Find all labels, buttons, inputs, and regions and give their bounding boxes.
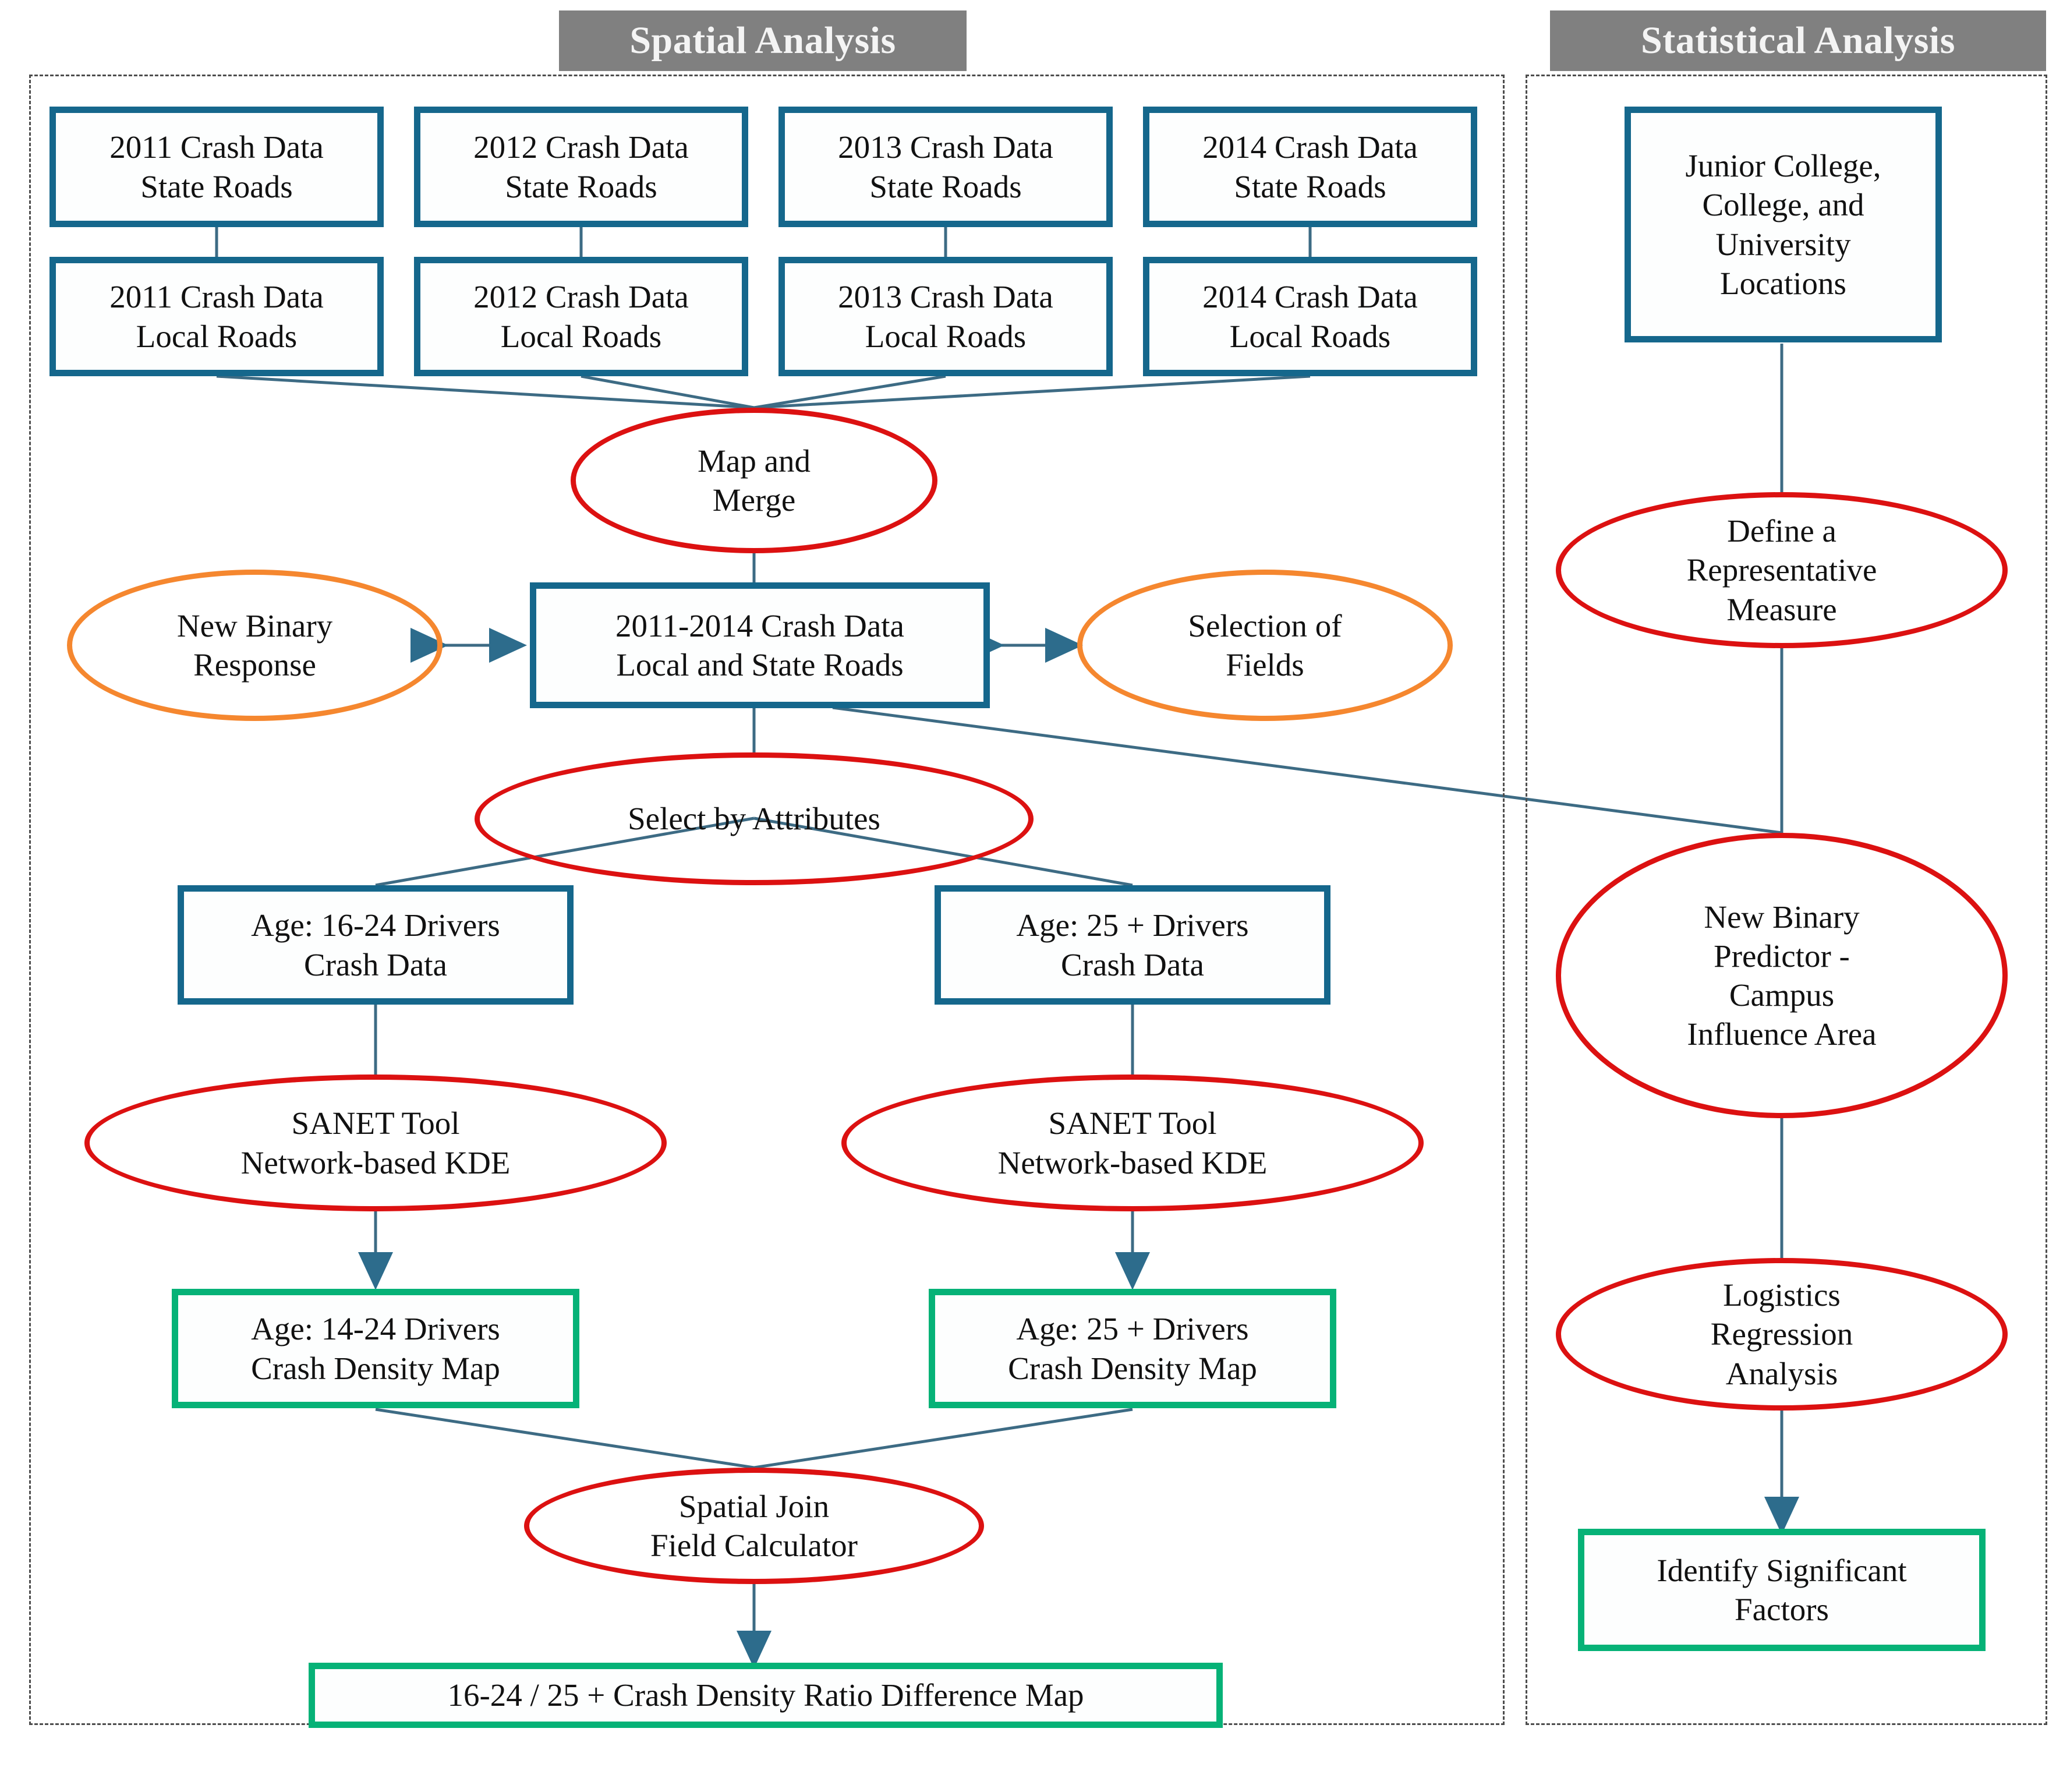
statistical-analysis-panel	[1526, 75, 2047, 1725]
ellipse-select-by-attributes-label: Select by Attributes	[628, 801, 880, 837]
ellipse-new-binary-response-line1: New Binary	[176, 607, 333, 644]
box-significant-factors-line1: Identify Significant	[1657, 1552, 1907, 1588]
ellipse-binary-predictor-line3: Campus	[1729, 977, 1835, 1013]
ellipse-sanet-tool-older-line1: SANET Tool	[1048, 1105, 1217, 1141]
box-density-map-25-plus-line2: Crash Density Map	[1008, 1350, 1257, 1386]
ellipse-map-and-merge[interactable]: Map and Merge	[571, 408, 937, 553]
ellipse-binary-predictor-line4: Influence Area	[1687, 1016, 1877, 1052]
ellipse-binary-predictor-line2: Predictor -	[1714, 938, 1850, 974]
box-merged-crash-data[interactable]: 2011-2014 Crash Data Local and State Roa…	[530, 582, 990, 708]
ellipse-new-binary-response-line2: Response	[193, 647, 316, 683]
box-2013-state-roads[interactable]: 2013 Crash Data State Roads	[778, 107, 1113, 227]
box-2013-state-roads-line1: 2013 Crash Data	[838, 129, 1053, 165]
box-2014-local-roads-line1: 2014 Crash Data	[1202, 279, 1418, 315]
box-campus-locations-line4: Locations	[1720, 265, 1846, 301]
spatial-analysis-header-label: Spatial Analysis	[629, 19, 896, 62]
box-merged-crash-data-line2: Local and State Roads	[616, 647, 904, 683]
box-age-25-plus-crash-data-line2: Crash Data	[1061, 946, 1204, 982]
box-merged-crash-data-line1: 2011-2014 Crash Data	[615, 607, 904, 644]
box-age-16-24-crash-data-line2: Crash Data	[304, 946, 447, 982]
box-density-map-25-plus[interactable]: Age: 25 + Drivers Crash Density Map	[929, 1289, 1336, 1408]
box-ratio-difference-map[interactable]: 16-24 / 25 + Crash Density Ratio Differe…	[309, 1663, 1223, 1728]
box-2011-state-roads-line1: 2011 Crash Data	[109, 129, 324, 165]
ellipse-logistics-regression-analysis[interactable]: Logistics Regression Analysis	[1556, 1258, 2008, 1411]
ellipse-sanet-tool-young-line1: SANET Tool	[291, 1105, 460, 1141]
box-ratio-difference-map-label: 16-24 / 25 + Crash Density Ratio Differe…	[447, 1677, 1084, 1713]
box-2014-state-roads-line2: State Roads	[1234, 168, 1386, 204]
box-2014-local-roads[interactable]: 2014 Crash Data Local Roads	[1143, 257, 1477, 376]
box-2014-state-roads-line1: 2014 Crash Data	[1202, 129, 1418, 165]
box-age-16-24-crash-data-line1: Age: 16-24 Drivers	[251, 907, 500, 943]
box-2013-local-roads[interactable]: 2013 Crash Data Local Roads	[778, 257, 1113, 376]
ellipse-sanet-tool-young-line2: Network-based KDE	[240, 1144, 511, 1180]
box-2012-local-roads-line1: 2012 Crash Data	[473, 279, 689, 315]
box-age-25-plus-crash-data[interactable]: Age: 25 + Drivers Crash Data	[935, 885, 1330, 1005]
ellipse-new-binary-predictor[interactable]: New Binary Predictor - Campus Influence …	[1556, 833, 2008, 1118]
box-2012-state-roads-line1: 2012 Crash Data	[473, 129, 689, 165]
ellipse-define-measure-line1: Define a	[1727, 513, 1836, 549]
box-significant-factors-line2: Factors	[1735, 1592, 1829, 1627]
box-campus-locations-line2: College, and	[1702, 187, 1864, 223]
box-density-map-25-plus-line1: Age: 25 + Drivers	[1016, 1311, 1249, 1347]
box-age-25-plus-crash-data-line1: Age: 25 + Drivers	[1016, 907, 1249, 943]
box-2011-state-roads-line2: State Roads	[140, 168, 293, 204]
ellipse-spatial-join-field-calculator[interactable]: Spatial Join Field Calculator	[524, 1468, 984, 1584]
box-density-map-14-24-line2: Crash Density Map	[251, 1350, 500, 1386]
box-2012-local-roads[interactable]: 2012 Crash Data Local Roads	[414, 257, 748, 376]
statistical-analysis-header: Statistical Analysis	[1550, 10, 2046, 71]
ellipse-sanet-tool-young[interactable]: SANET Tool Network-based KDE	[84, 1075, 667, 1211]
box-density-map-14-24-line1: Age: 14-24 Drivers	[251, 1311, 500, 1347]
ellipse-sanet-tool-older-line2: Network-based KDE	[997, 1144, 1268, 1180]
ellipse-logistics-regression-line1: Logistics	[1723, 1277, 1841, 1313]
box-2013-state-roads-line2: State Roads	[869, 168, 1022, 204]
box-2013-local-roads-line1: 2013 Crash Data	[838, 279, 1053, 315]
box-age-16-24-crash-data[interactable]: Age: 16-24 Drivers Crash Data	[178, 885, 574, 1005]
ellipse-spatial-join-line1: Spatial Join	[678, 1488, 830, 1524]
box-2014-state-roads[interactable]: 2014 Crash Data State Roads	[1143, 107, 1477, 227]
box-density-map-14-24[interactable]: Age: 14-24 Drivers Crash Density Map	[172, 1289, 579, 1408]
ellipse-sanet-tool-older[interactable]: SANET Tool Network-based KDE	[841, 1075, 1424, 1211]
ellipse-select-by-attributes[interactable]: Select by Attributes	[475, 752, 1034, 885]
box-identify-significant-factors[interactable]: Identify Significant Factors	[1578, 1529, 1986, 1651]
box-2012-local-roads-line2: Local Roads	[500, 318, 662, 354]
ellipse-map-and-merge-line2: Merge	[712, 482, 796, 518]
ellipse-logistics-regression-line3: Analysis	[1725, 1355, 1838, 1391]
box-2011-local-roads-line1: 2011 Crash Data	[109, 279, 324, 315]
ellipse-logistics-regression-line2: Regression	[1710, 1316, 1853, 1352]
ellipse-map-and-merge-line1: Map and	[698, 443, 811, 479]
ellipse-selection-of-fields-line1: Selection of	[1188, 607, 1342, 644]
statistical-analysis-header-label: Statistical Analysis	[1641, 19, 1955, 62]
ellipse-define-measure-line3: Measure	[1726, 591, 1837, 627]
box-2011-local-roads-line2: Local Roads	[136, 318, 298, 354]
ellipse-selection-of-fields[interactable]: Selection of Fields	[1077, 570, 1453, 721]
box-2012-state-roads[interactable]: 2012 Crash Data State Roads	[414, 107, 748, 227]
ellipse-binary-predictor-line1: New Binary	[1704, 899, 1860, 935]
box-campus-locations-line3: University	[1715, 226, 1851, 262]
box-campus-locations-line1: Junior College,	[1685, 148, 1881, 184]
ellipse-selection-of-fields-line2: Fields	[1226, 647, 1304, 683]
box-2014-local-roads-line2: Local Roads	[1229, 318, 1391, 354]
box-campus-locations[interactable]: Junior College, College, and University …	[1625, 107, 1942, 342]
box-2011-state-roads[interactable]: 2011 Crash Data State Roads	[49, 107, 384, 227]
box-2011-local-roads[interactable]: 2011 Crash Data Local Roads	[49, 257, 384, 376]
ellipse-define-measure-line2: Representative	[1686, 552, 1877, 588]
ellipse-new-binary-response[interactable]: New Binary Response	[67, 570, 443, 721]
box-2013-local-roads-line2: Local Roads	[865, 318, 1027, 354]
ellipse-define-representative-measure[interactable]: Define a Representative Measure	[1556, 492, 2008, 648]
ellipse-spatial-join-line2: Field Calculator	[650, 1528, 858, 1563]
box-2012-state-roads-line2: State Roads	[505, 168, 657, 204]
spatial-analysis-header: Spatial Analysis	[559, 10, 967, 71]
